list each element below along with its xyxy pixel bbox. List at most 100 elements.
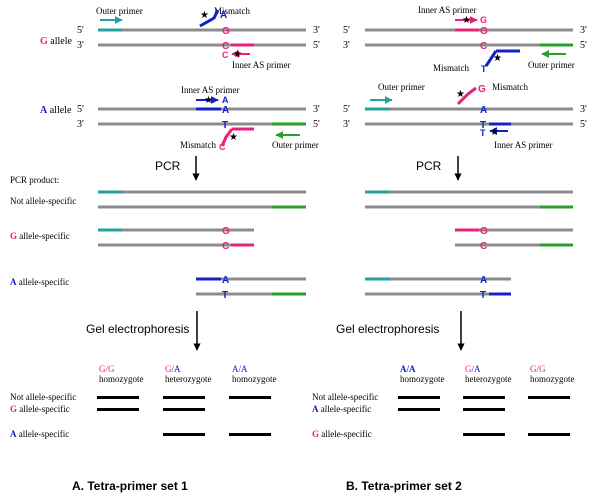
outer-primer-label: Outer primer <box>528 60 575 70</box>
five-prime-label: 5' <box>77 104 84 115</box>
t-base: T <box>222 120 228 131</box>
a-base: A <box>222 95 229 105</box>
panel-a-caption: A. Tetra-primer set 1 <box>72 479 188 493</box>
pcr-label: PCR <box>416 159 442 173</box>
outer-primer-label: Outer primer <box>378 82 425 92</box>
outer-primer-label: Outer primer <box>272 140 319 150</box>
gel-band <box>229 433 271 436</box>
not-allele-specific-label: Not allele-specific <box>10 392 76 402</box>
g-base: G <box>480 15 487 25</box>
pcr-label: PCR <box>155 159 181 173</box>
gel-band <box>463 396 505 399</box>
t-base: T <box>481 64 487 74</box>
a-base: A <box>480 275 487 286</box>
mismatch-star-icon: ★ <box>493 53 502 64</box>
g-allele-label: G allele <box>40 36 72 47</box>
not-allele-specific-label: Not allele-specific <box>10 196 76 206</box>
mismatch-label: Mismatch <box>214 6 250 16</box>
gel-electrophoresis-label: Gel electrophoresis <box>336 322 439 336</box>
g-allele-specific-label: G allele-specific <box>10 404 70 414</box>
c-base: C <box>480 241 487 252</box>
a-allele-specific-label: A allele-specific <box>312 404 371 414</box>
mismatch-label: Mismatch <box>180 140 216 150</box>
mismatch-primer-hook <box>456 86 477 106</box>
t-base: T <box>480 128 486 138</box>
g-base: G <box>480 26 488 37</box>
gel-band <box>97 396 139 399</box>
mismatch-star-icon: ★ <box>233 49 242 60</box>
genotype-aa-type: homozygote <box>232 374 277 384</box>
a-allele-label: A allele <box>40 105 72 116</box>
outer-primer-label: Outer primer <box>96 6 143 16</box>
gel-band <box>97 408 139 411</box>
mismatch-star-icon: ★ <box>462 15 471 26</box>
genotype-aa: A/A <box>400 364 416 374</box>
gel-band <box>528 396 570 399</box>
three-prime-label: 3' <box>580 104 587 115</box>
gel-bands <box>97 396 271 436</box>
mismatch-star-icon: ★ <box>204 95 213 106</box>
five-prime-label: 5' <box>313 119 320 130</box>
mismatch-star-icon: ★ <box>229 132 238 143</box>
genotype-ga-type: heterozygote <box>165 374 211 384</box>
five-prime-label: 5' <box>343 104 350 115</box>
c-base: C <box>480 41 487 52</box>
mismatch-primer-hook <box>484 50 498 67</box>
c-base: C <box>222 50 229 60</box>
t-base: T <box>480 120 486 131</box>
g-base: G <box>222 226 230 237</box>
mismatch-star-icon: ★ <box>490 127 499 138</box>
panel-a-a-allele-block: Inner AS primer A allele ★ A 5' 3' 3' 5'… <box>40 85 320 152</box>
genotype-gg-type: homozygote <box>99 374 144 384</box>
genotype-aa: A/A <box>232 364 248 374</box>
gel-band <box>463 433 505 436</box>
g-base: G <box>480 226 488 237</box>
not-allele-specific-label: Not allele-specific <box>312 392 378 402</box>
c-base: C <box>222 241 229 252</box>
mismatch-label: Mismatch <box>492 82 528 92</box>
a-base: A <box>480 105 487 116</box>
t-base: T <box>480 290 486 301</box>
panel-b-a-allele-block: Outer primer Mismatch ★ G 5' 3' 3' 5' A … <box>343 82 587 150</box>
a-allele-specific-label: A allele-specific <box>10 429 69 439</box>
gel-band <box>398 408 440 411</box>
three-prime-label: 3' <box>313 104 320 115</box>
t-base: T <box>222 290 228 301</box>
inner-as-primer-label: Inner AS primer <box>418 5 477 15</box>
gel-band <box>163 408 205 411</box>
five-prime-label: 5' <box>343 25 350 36</box>
mismatch-label: Mismatch <box>433 63 469 73</box>
gel-band <box>528 433 570 436</box>
mismatch-star-icon: ★ <box>456 89 465 100</box>
gel-band <box>163 433 205 436</box>
five-prime-label: 5' <box>580 119 587 130</box>
mismatch-star-icon: ★ <box>200 10 209 21</box>
inner-as-primer-label: Inner AS primer <box>494 140 553 150</box>
three-prime-label: 3' <box>313 25 320 36</box>
gel-band <box>229 396 271 399</box>
five-prime-label: 5' <box>580 40 587 51</box>
mismatch-primer-hook <box>220 128 234 147</box>
g-allele-specific-label: G allele-specific <box>10 231 70 241</box>
pcr-product-label: PCR product: <box>10 175 59 185</box>
genotype-gg: G/G <box>530 364 546 374</box>
genotype-gg: G/G <box>99 364 115 374</box>
c-base: C <box>222 41 229 52</box>
g-base: G <box>222 26 230 37</box>
three-prime-label: 3' <box>343 119 350 130</box>
five-prime-label: 5' <box>77 25 84 36</box>
mismatch-primer-hook <box>199 9 220 28</box>
genotype-aa-type: homozygote <box>400 374 445 384</box>
panel-b: Inner AS primer ★ G 5' 3' 3' 5' G C Oute… <box>312 5 587 493</box>
gel-band <box>163 396 205 399</box>
five-prime-label: 5' <box>313 40 320 51</box>
three-prime-label: 3' <box>77 119 84 130</box>
gel-band <box>463 408 505 411</box>
a-base: A <box>222 105 229 116</box>
gel-bands <box>398 396 570 436</box>
g-base: G <box>478 84 486 95</box>
three-prime-label: 3' <box>343 40 350 51</box>
three-prime-label: 3' <box>580 25 587 36</box>
